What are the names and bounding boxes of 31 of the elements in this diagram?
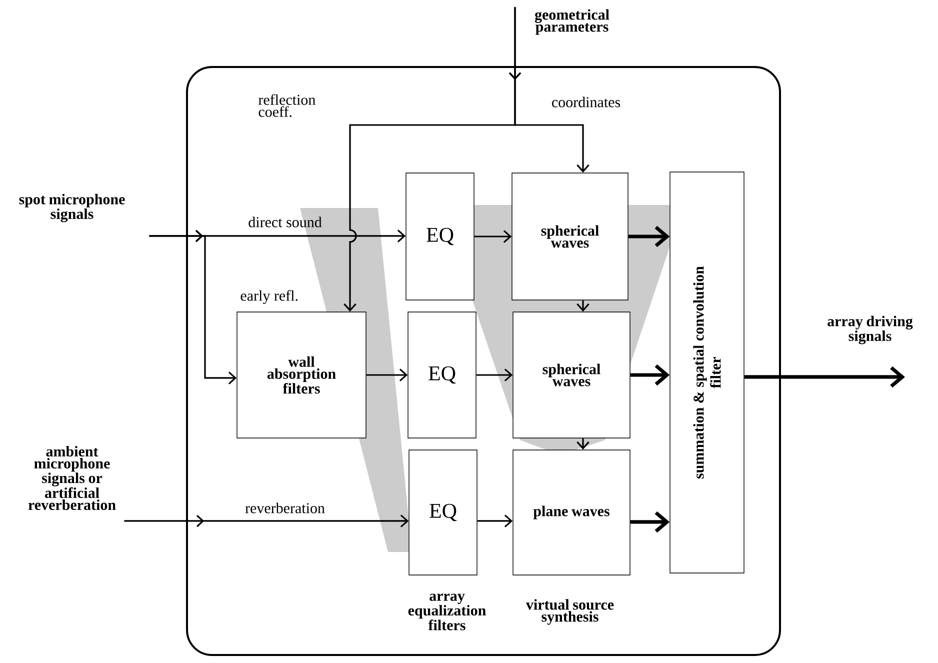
arrow	[628, 226, 670, 248]
edge-label: coordinates	[552, 96, 620, 108]
edge-label: reverberation	[245, 502, 325, 514]
arrow	[477, 514, 513, 528]
edge-label: early refl.	[240, 290, 298, 304]
frame-box	[186, 66, 781, 656]
arrow	[149, 230, 237, 384]
process-box: EQ	[408, 450, 478, 576]
filter-box: summation & spatial convolution filter	[670, 172, 744, 574]
edge-label: direct sound	[248, 216, 322, 228]
process-box: spherical waves	[512, 312, 630, 438]
block-caption: virtual source synthesis	[526, 599, 614, 625]
input-label: spot microphone signals	[19, 194, 125, 222]
arrow	[744, 366, 905, 388]
process-box: wall absorption filters	[236, 312, 366, 438]
process-box: spherical waves	[512, 172, 628, 300]
edge-label: reflection coeff.	[258, 94, 316, 117]
arrow	[366, 368, 408, 382]
edge-label: array driving signals	[828, 316, 913, 344]
arrow	[630, 511, 670, 533]
arrow	[474, 230, 512, 243]
arrow	[124, 514, 409, 528]
process-box: plane waves	[512, 450, 630, 576]
arrow	[476, 368, 513, 382]
arrow	[508, 6, 590, 173]
input-label: geometrical parameters	[534, 9, 610, 35]
process-box: EQ	[408, 312, 476, 438]
input-label: ambient microphone signals or artificial reverberation	[28, 446, 116, 510]
arrow	[630, 364, 670, 386]
block-caption: array equalization filters	[408, 594, 486, 630]
process-box: EQ	[406, 172, 474, 300]
